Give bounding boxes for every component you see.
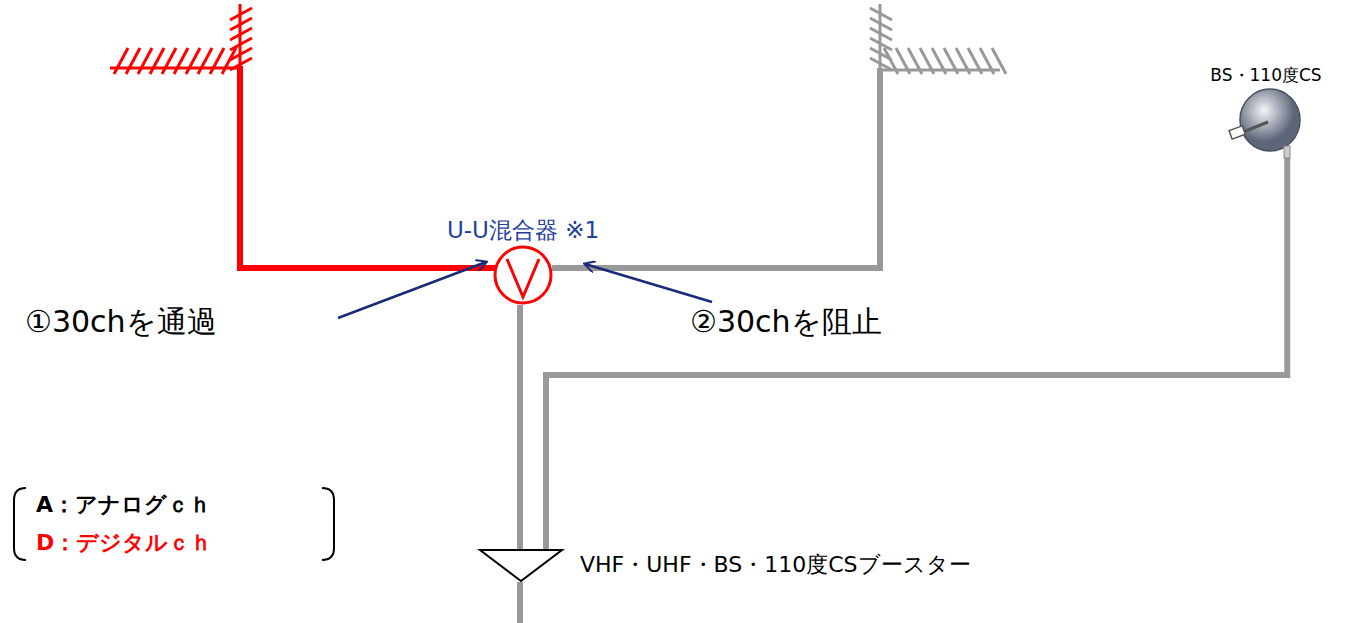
- callout-pass: ①30chを通過: [25, 302, 217, 343]
- antenna-cable: [552, 68, 880, 268]
- output-cable: [517, 582, 523, 623]
- coax-cable: [546, 158, 1287, 550]
- legend-analog: A：アナログｃｈ: [36, 490, 211, 520]
- bracket: [14, 488, 26, 560]
- uhf-antenna: [870, 4, 1006, 74]
- bs-cs-dish: BS・110度CS: [1228, 88, 1304, 158]
- booster-triangle: VHF・UHF・BS・110度CSブースター: [478, 548, 564, 582]
- mixer-shape: [493, 245, 553, 305]
- uhf-antenna: [110, 4, 252, 74]
- coax-cable: [517, 305, 523, 550]
- dish-label: BS・110度CS: [1210, 66, 1321, 86]
- booster-shape: [478, 548, 564, 582]
- callout-block: ②30chを阻止: [690, 302, 882, 343]
- legend-digital: D：デジタルｃｈ: [36, 528, 212, 558]
- mixer-circle: U-U混合器 ※1: [493, 245, 553, 305]
- leader-arrow: [585, 264, 712, 302]
- bracket: [322, 488, 334, 560]
- leader-arrow: [338, 262, 486, 318]
- dish-shape: [1228, 88, 1304, 158]
- mixer-label: U-U混合器 ※1: [447, 217, 599, 243]
- booster-label: VHF・UHF・BS・110度CSブースター: [580, 552, 971, 577]
